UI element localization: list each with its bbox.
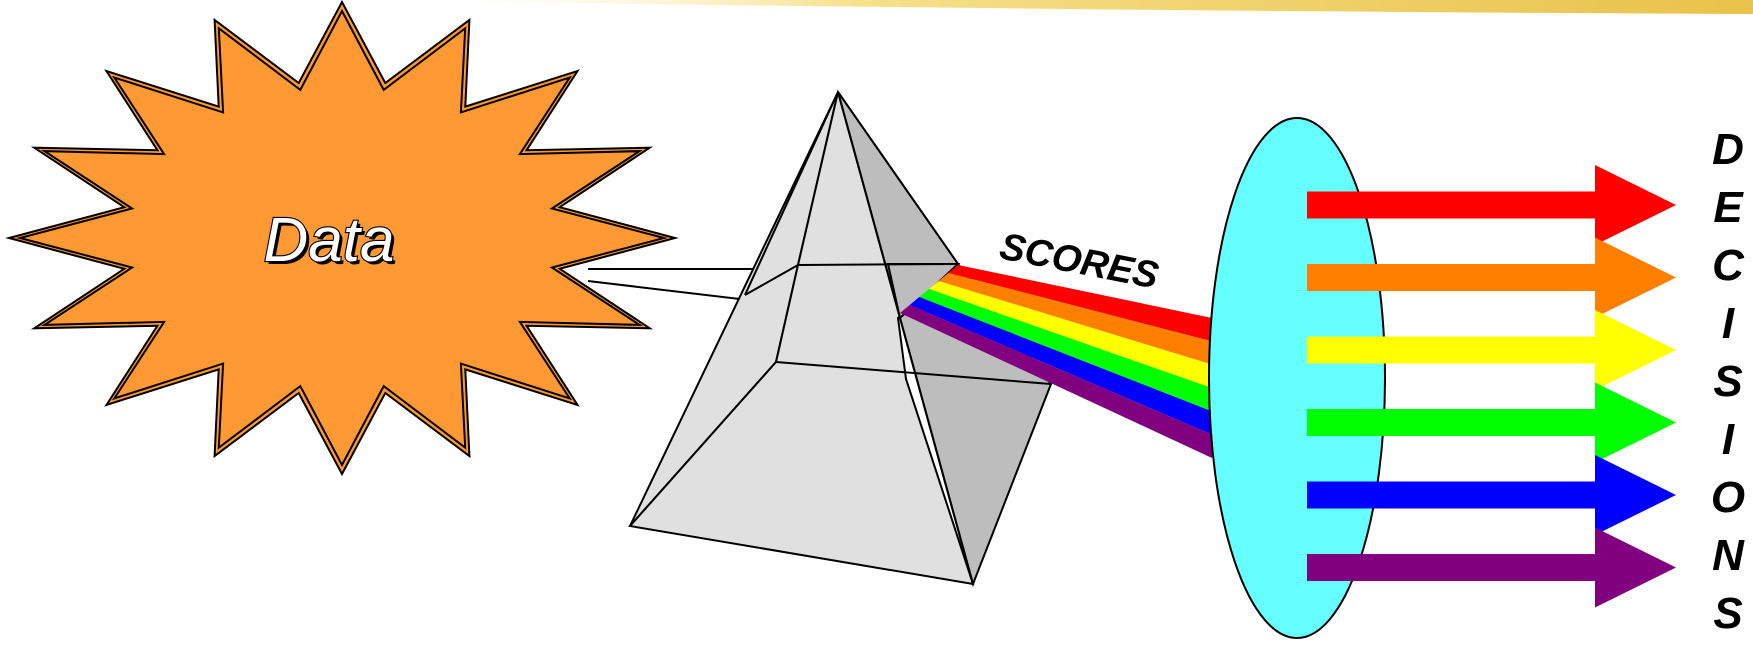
decisions-letter: C	[1712, 241, 1745, 290]
data-label: Data	[264, 206, 395, 275]
decisions-letter: E	[1713, 183, 1744, 232]
decisions-letter: I	[1722, 415, 1735, 464]
decisions-letter: D	[1712, 125, 1744, 174]
decisions-letter: O	[1711, 473, 1745, 522]
decisions-letter: N	[1712, 531, 1745, 580]
decisions-letter: I	[1722, 299, 1735, 348]
decisions-letter: S	[1713, 357, 1742, 406]
data-starburst: Data Data	[9, 2, 675, 474]
decisions-letter: S	[1713, 589, 1742, 638]
top-decorative-band	[380, 0, 1753, 14]
